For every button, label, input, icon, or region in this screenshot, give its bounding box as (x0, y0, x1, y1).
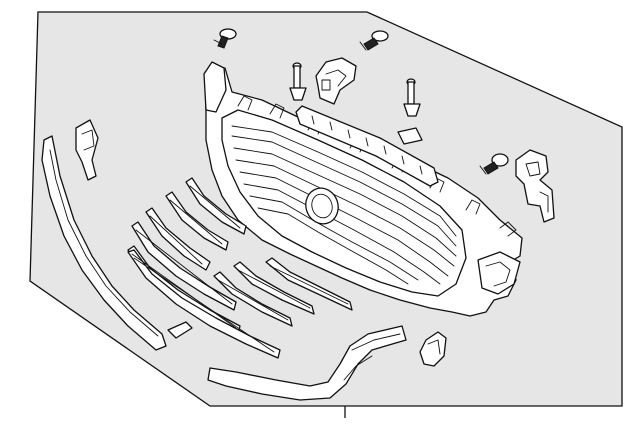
screw-icon (213, 28, 237, 49)
grille-assembly (203, 61, 523, 317)
lower-molding (207, 325, 407, 401)
upper-mount-strip (295, 105, 439, 187)
label-tag-icon (397, 127, 423, 145)
small-clip-icon (167, 321, 193, 339)
mount-bracket-icon (515, 149, 555, 223)
push-clip-icon (403, 78, 421, 117)
grille-bars (127, 177, 353, 359)
screw-icon (479, 153, 509, 175)
left-molding (41, 135, 167, 351)
mount-bracket-icon (315, 57, 357, 105)
mount-bracket-icon (419, 331, 447, 367)
mount-bracket-icon (75, 119, 99, 181)
push-clip-icon (289, 62, 307, 101)
screw-icon (359, 30, 389, 51)
